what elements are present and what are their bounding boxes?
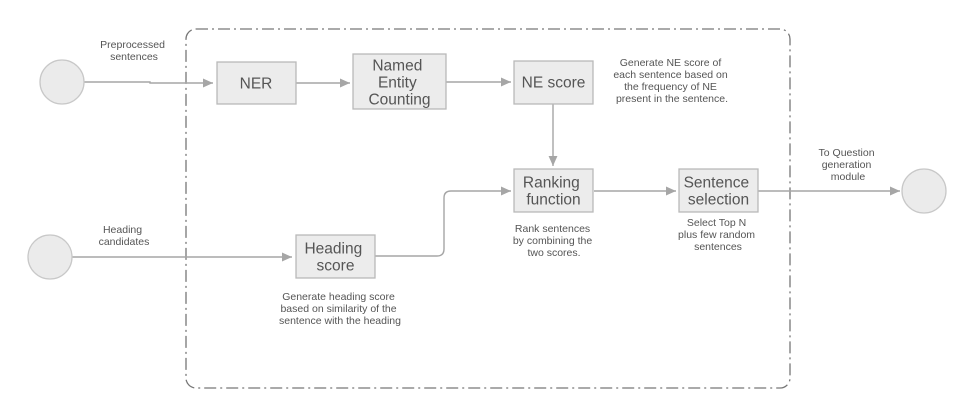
selection-description-note: Select Top N plus few random sentences — [678, 217, 758, 253]
heading-score-label-line: score — [317, 258, 355, 275]
ne-score-label-line: NE score — [522, 75, 586, 92]
note-line: by combining the — [513, 235, 593, 247]
ne-counting-label-line: Named — [372, 58, 422, 75]
ranking-function-node: Ranking function — [513, 168, 594, 213]
note-line: generation — [822, 159, 872, 171]
ne-counting-label: Named Entity Counting — [368, 58, 430, 109]
ranking-function-box — [513, 168, 594, 213]
note-line: the frequency of NE — [624, 81, 717, 93]
heading-score-label: Heading score — [304, 241, 366, 275]
ne-counting-node: Named Entity Counting — [352, 53, 447, 110]
note-line: sentences — [110, 51, 158, 63]
module-boundary-frame — [185, 28, 791, 389]
input-sentences-node — [39, 59, 85, 105]
ne-score-description-note: Generate NE score of each sentence based… — [613, 57, 730, 105]
note-line: To Question — [819, 147, 875, 159]
note-line: Select Top N — [687, 217, 746, 229]
ne-score-label: NE score — [522, 75, 586, 92]
note-line: module — [831, 171, 866, 183]
ranking-function-label: Ranking function — [523, 175, 584, 209]
note-line: sentence with the heading — [279, 315, 401, 327]
ner-label: NER — [240, 76, 273, 93]
note-line: each sentence based on — [613, 69, 728, 81]
ranking-function-label-line: function — [526, 192, 580, 209]
ne-counting-label-line: Entity — [378, 75, 417, 92]
sentence-selection-box — [678, 168, 759, 213]
heading-candidates-note: Heading candidates — [99, 224, 150, 248]
ne-counting-label-line: Counting — [368, 92, 430, 109]
note-line: plus few random — [678, 229, 755, 241]
note-line: Rank sentences — [515, 223, 590, 235]
preprocessed-sentences-note: Preprocessed sentences — [100, 39, 168, 63]
sentence-selection-label-line: selection — [688, 192, 749, 209]
note-line: two scores. — [527, 247, 580, 259]
edge-input-sentences-to-ner — [84, 78, 213, 88]
edge-heading-score-to-ranking — [375, 186, 511, 257]
note-line: present in the sentence. — [616, 93, 728, 105]
note-line: Generate heading score — [282, 291, 395, 303]
note-line: based on similarity of the — [280, 303, 396, 315]
sentence-selection-label-line: Sentence — [684, 175, 750, 192]
heading-score-box — [295, 234, 376, 279]
heading-score-label-line: Heading — [304, 241, 362, 258]
output-node — [901, 168, 947, 214]
note-line: sentences — [694, 241, 742, 253]
ne-score-node: NE score — [513, 60, 594, 105]
note-line: Generate NE score of — [620, 57, 722, 69]
note-line: Heading — [103, 224, 142, 236]
sentence-selection-node: Sentence selection — [678, 168, 759, 213]
ranking-description-note: Rank sentences by combining the two scor… — [513, 223, 595, 259]
ner-label-line: NER — [240, 76, 273, 93]
ne-score-box — [513, 60, 594, 105]
ranking-function-label-line: Ranking — [523, 175, 580, 192]
input-headings-node — [27, 234, 73, 280]
edges — [72, 77, 900, 262]
ne-counting-box — [352, 53, 447, 110]
ner-box — [216, 61, 297, 105]
note-line: candidates — [99, 236, 150, 248]
heading-score-node: Heading score — [295, 234, 376, 279]
heading-score-description-note: Generate heading score based on similari… — [279, 291, 401, 327]
to-question-generation-note: To Question generation module — [819, 147, 878, 183]
ner-node: NER — [216, 61, 297, 105]
note-line: Preprocessed — [100, 39, 165, 51]
sentence-selection-label: Sentence selection — [684, 175, 754, 209]
